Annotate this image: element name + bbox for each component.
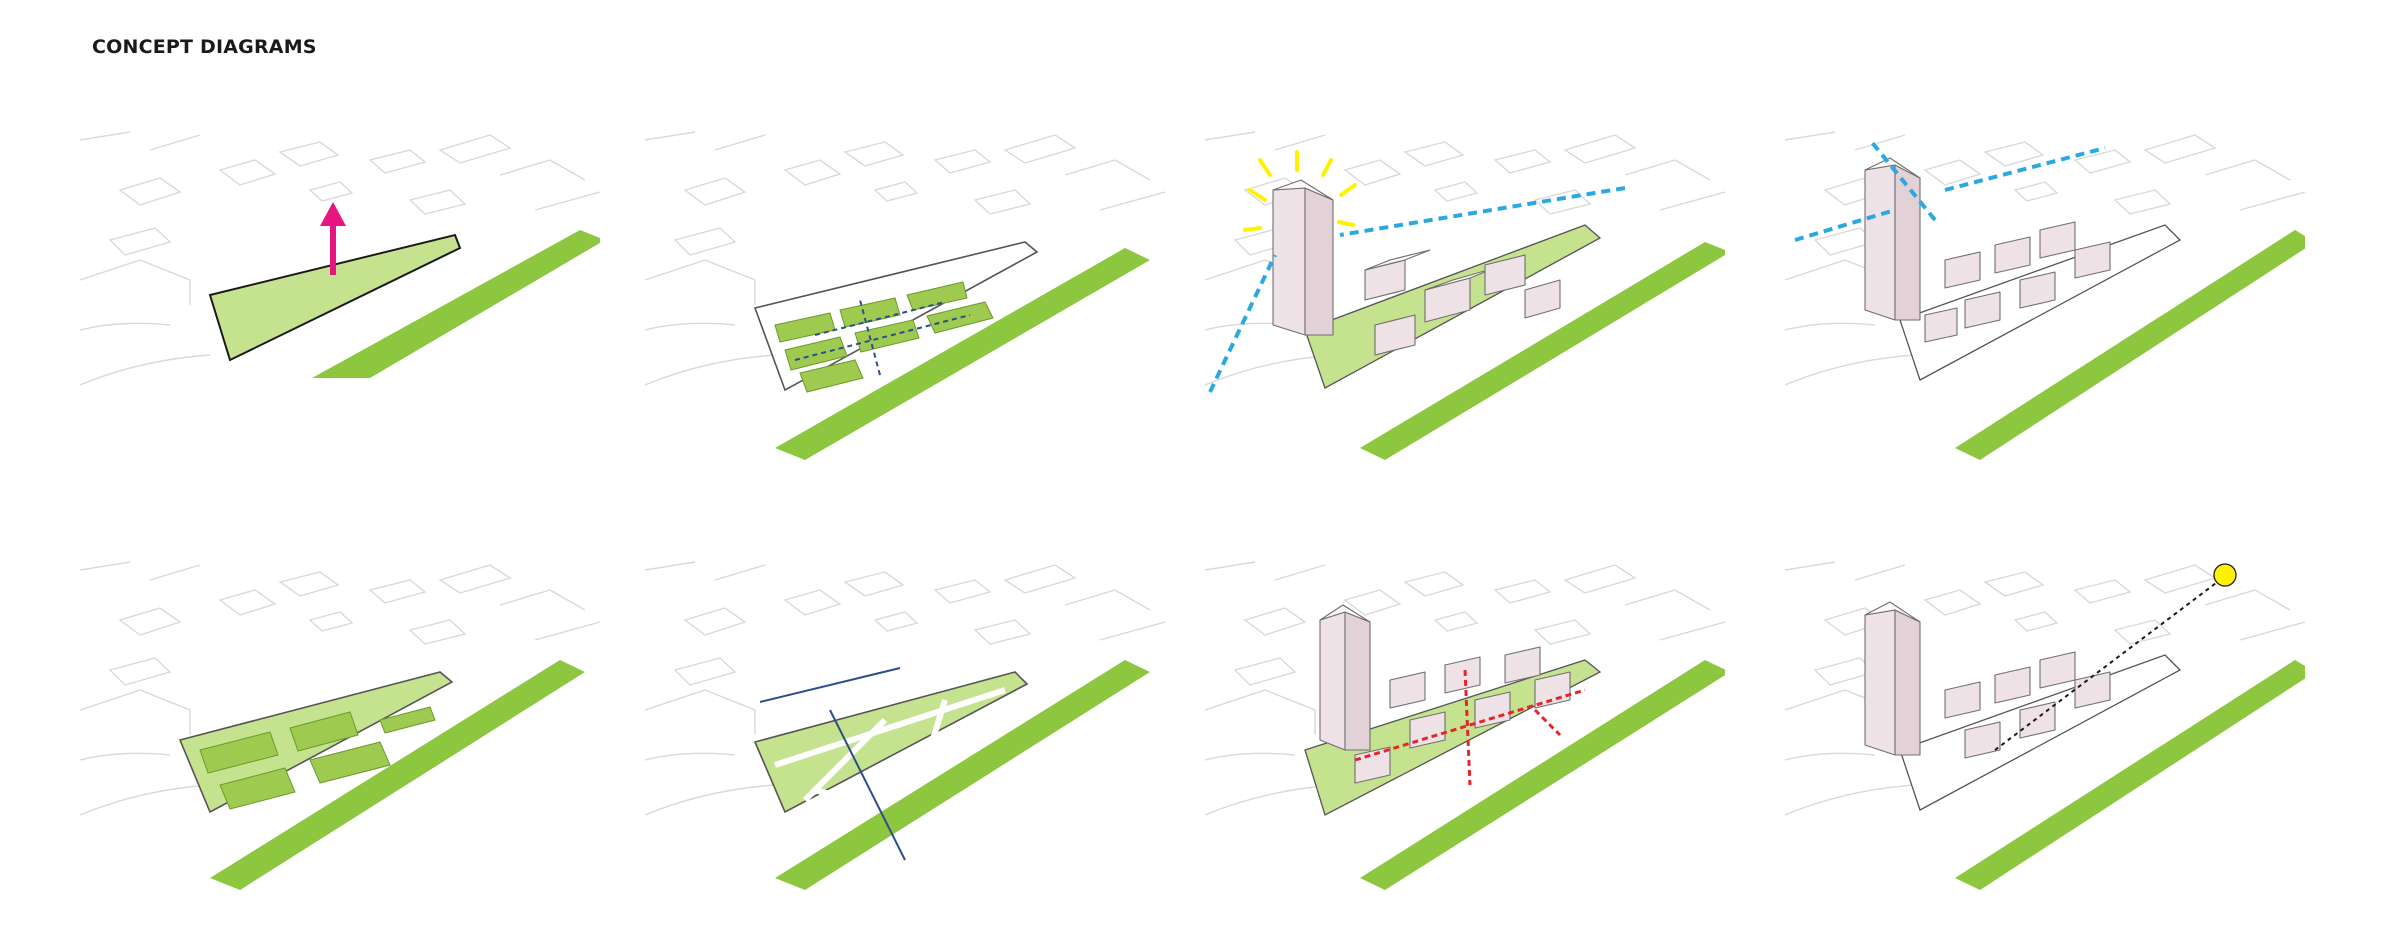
linear-park	[1360, 242, 1725, 460]
context-linework	[1785, 131, 2305, 386]
blocks	[1354, 646, 1571, 784]
context-linework	[1785, 561, 2305, 816]
diagram-2-canvas	[645, 131, 1165, 460]
tower	[1319, 604, 1371, 751]
tower	[1864, 157, 1921, 321]
sun-icon	[2213, 563, 2237, 587]
diagram-7-massing-connections	[1205, 560, 1725, 920]
blocks	[1364, 249, 1561, 356]
linear-park	[775, 248, 1150, 460]
diagram-4-canvas	[1785, 131, 2305, 460]
diagram-5-site-patchwork	[80, 560, 600, 920]
blocks	[1924, 221, 2111, 343]
tower	[1272, 179, 1334, 336]
diagram-4-view-corridors	[1785, 130, 2305, 490]
diagram-7-canvas	[1205, 561, 1725, 890]
diagram-3-canvas	[1205, 131, 1725, 460]
blocks	[1944, 651, 2111, 759]
context-linework	[645, 131, 1165, 386]
linear-park	[312, 230, 600, 378]
diagram-3-tower-views	[1205, 130, 1725, 490]
diagram-6-circulation	[645, 560, 1165, 920]
up-arrow-icon	[320, 202, 346, 275]
diagram-1-canvas	[80, 131, 600, 386]
context-linework	[80, 561, 600, 816]
patch-fields	[199, 706, 436, 810]
linear-park	[1955, 230, 2305, 460]
dashed-arrow-icon	[1208, 186, 1626, 393]
page-title: CONCEPT DIAGRAMS	[92, 36, 317, 58]
diagram-8-sun-shadow	[1785, 560, 2305, 920]
path-network	[774, 687, 1006, 803]
grid-blocks	[774, 281, 994, 393]
diagram-2-grid-paths	[645, 130, 1165, 490]
tower	[1864, 601, 1921, 756]
diagram-8-canvas	[1785, 561, 2305, 890]
linear-park	[1360, 660, 1725, 890]
context-linework	[80, 131, 600, 386]
diagram-6-canvas	[645, 561, 1165, 890]
linear-park	[1955, 660, 2305, 890]
dashed-arrow-icon	[759, 667, 906, 861]
context-linework	[645, 561, 1165, 816]
dashed-arrow-icon	[794, 299, 971, 376]
linear-park	[775, 660, 1150, 890]
dashed-arrow-icon	[1794, 138, 2106, 242]
site-plot	[208, 233, 462, 362]
linear-park	[210, 660, 585, 890]
sun-path	[1994, 579, 2221, 751]
path-connections	[1354, 669, 1586, 786]
diagram-5-canvas	[80, 561, 600, 890]
sun-rays-icon	[1243, 150, 1357, 232]
diagram-1-site-lift	[80, 130, 600, 490]
